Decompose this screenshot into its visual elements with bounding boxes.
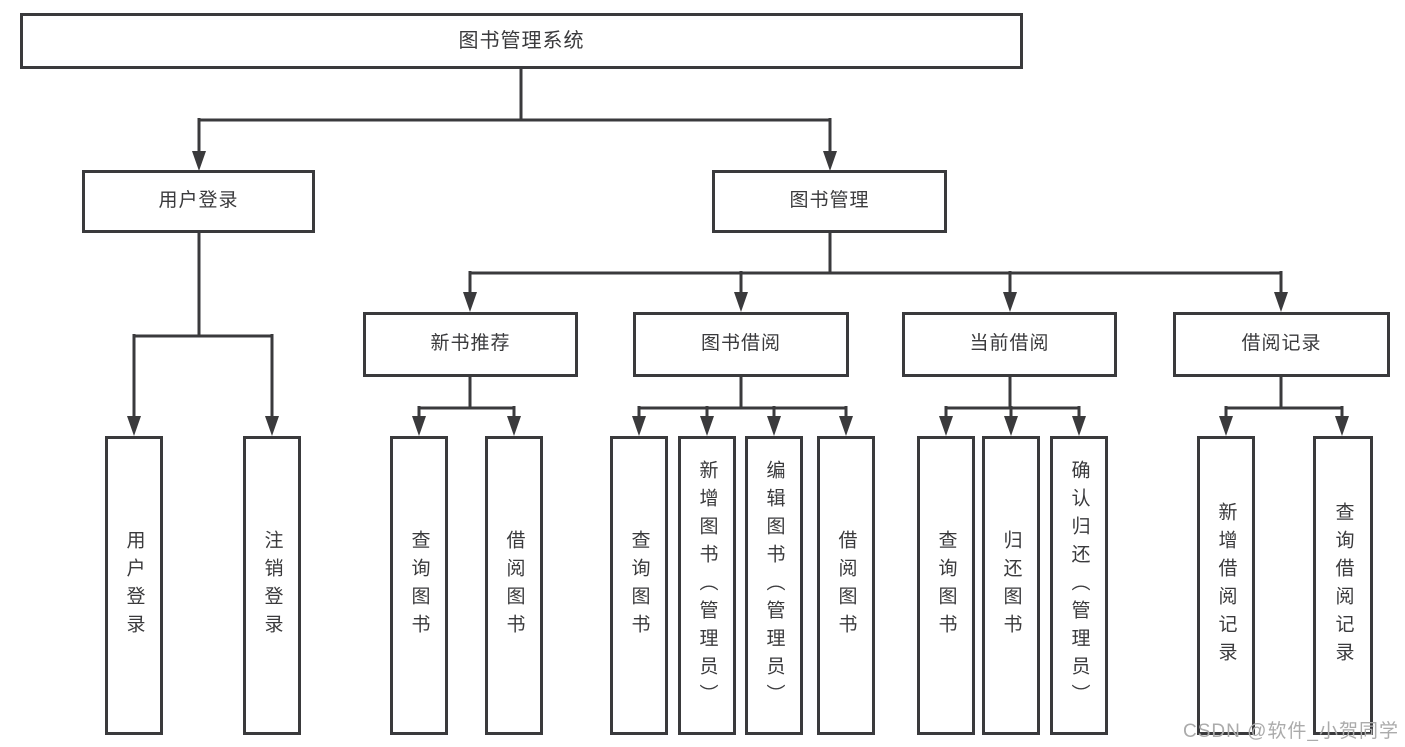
node-label: 新增借阅记录 [1215,501,1237,670]
node-label: 查询图书 [935,529,957,642]
node-label: 查询图书 [408,529,430,642]
node-label: 当前借阅 [969,333,1050,355]
leaf-return-books: 归还图书 [982,436,1040,735]
node-label: 图书管理 [789,190,870,212]
node-label: 编辑图书（管理员） [763,459,785,712]
node-library-management-system: 图书管理系统 [20,13,1023,69]
connector-book-borrowing-to-leaves [632,377,853,436]
node-label: 用户登录 [123,529,145,642]
leaf-edit-books-admin: 编辑图书（管理员） [745,436,803,735]
leaf-query-borrow-record: 查询借阅记录 [1313,436,1373,735]
leaf-confirm-return-admin: 确认归还（管理员） [1050,436,1108,735]
node-label: 新增图书（管理员） [696,459,718,712]
leaf-logout: 注销登录 [243,436,301,735]
leaf-add-borrow-record: 新增借阅记录 [1197,436,1255,735]
node-label: 注销登录 [261,529,283,642]
node-book-management: 图书管理 [712,170,947,233]
connector-current-borrowing-to-leaves [939,377,1086,436]
node-label: 借阅图书 [503,529,525,642]
connector-root-to-level2 [192,69,837,171]
leaf-query-books-recommend: 查询图书 [390,436,448,735]
node-label: 图书管理系统 [458,30,585,52]
node-book-borrowing: 图书借阅 [633,312,849,377]
node-label: 新书推荐 [430,333,511,355]
connector-user-login-to-leaves [127,233,279,436]
leaf-query-books-borrowing: 查询图书 [610,436,668,735]
node-user-login: 用户登录 [82,170,315,233]
node-label: 图书借阅 [700,333,781,355]
connector-new-book-recommend-to-leaves [412,377,521,436]
leaf-add-books-admin: 新增图书（管理员） [678,436,736,735]
node-label: 查询图书 [628,529,650,642]
node-label: 用户登录 [158,190,239,212]
leaf-borrow-books: 借阅图书 [817,436,875,735]
connector-borrowing-records-to-leaves [1219,377,1349,436]
node-borrowing-records: 借阅记录 [1173,312,1390,377]
leaf-query-books-current: 查询图书 [917,436,975,735]
node-label: 借阅图书 [835,529,857,642]
node-new-book-recommend: 新书推荐 [363,312,578,377]
connector-book-management-to-level3 [463,233,1288,312]
node-label: 借阅记录 [1241,333,1322,355]
node-current-borrowing: 当前借阅 [902,312,1117,377]
watermark: CSDN @软件_小贺同学 [1183,721,1399,742]
node-label: 确认归还（管理员） [1068,459,1090,712]
leaf-borrow-books-recommend: 借阅图书 [485,436,543,735]
node-label: 查询借阅记录 [1332,501,1354,670]
leaf-user-login: 用户登录 [105,436,163,735]
node-label: 归还图书 [1000,529,1022,642]
